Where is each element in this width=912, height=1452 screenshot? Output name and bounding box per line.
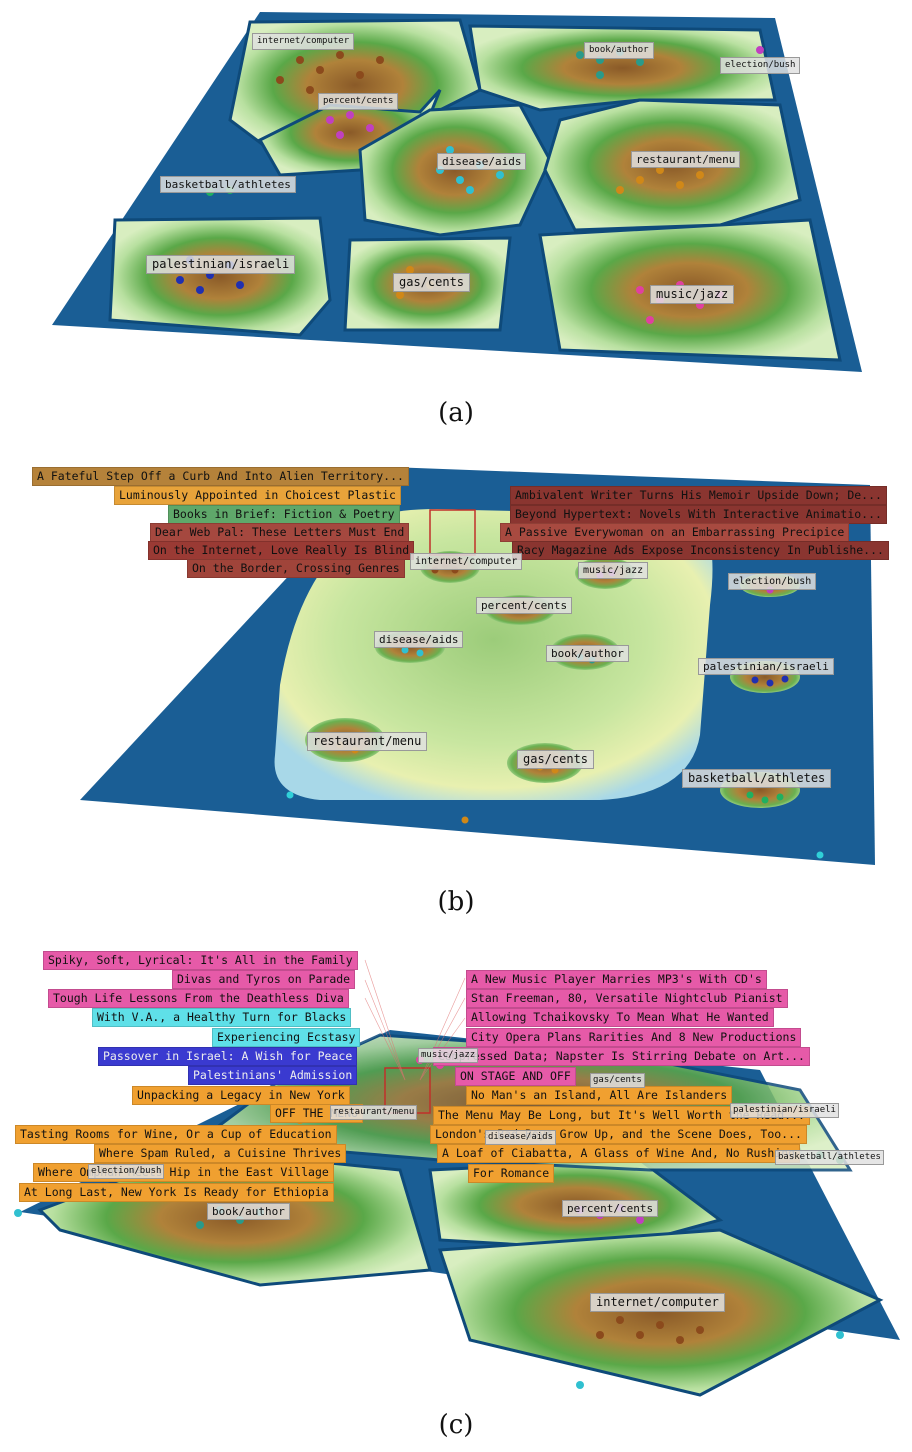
document-title[interactable]: Tough Life Lessons From the Deathless Di… [48,989,349,1008]
topic-label: internet/computer [590,1293,725,1312]
topic-label: internet/computer [252,33,355,50]
document-title[interactable]: A Loaf of Ciabatta, A Glass of Wine And,… [437,1144,801,1163]
document-title[interactable]: Spiky, Soft, Lyrical: It's All in the Fa… [43,951,358,970]
panel-caption: (b) [437,887,475,917]
document-title[interactable]: ON STAGE AND OFF [455,1067,576,1086]
document-title[interactable]: On the Internet, Love Really Is Blind [148,541,415,560]
panel-caption: (a) [438,398,474,428]
document-title[interactable]: At Long Last, New York Is Ready for Ethi… [19,1183,334,1202]
document-title[interactable]: A Fateful Step Off a Curb And Into Alien… [32,467,409,486]
document-title[interactable]: Divas and Tyros on Parade [172,970,356,989]
topic-label: percent/cents [562,1200,659,1217]
topic-label: restaurant/menu [307,732,428,751]
topic-label: disease/aids [437,153,527,170]
topic-label: disease/aids [374,631,464,648]
document-title[interactable]: Ambivalent Writer Turns His Memoir Upsid… [510,486,887,505]
topic-label: disease/aids [485,1130,557,1145]
topic-label: gas/cents [590,1073,645,1088]
panel-b: A Fateful Step Off a Curb And Into Alien… [0,455,912,925]
topic-label: music/jazz [418,1048,479,1063]
topic-label: percent/cents [476,597,573,614]
topic-label: basketball/athletes [775,1150,884,1165]
document-title[interactable]: Where Spam Ruled, a Cuisine Thrives [94,1144,347,1163]
document-title[interactable]: Luminously Appointed in Choicest Plastic [114,486,401,505]
document-title[interactable]: A Passive Everywoman on an Embarrassing … [500,523,850,542]
topic-label: book/author [584,42,654,59]
document-title[interactable]: Stan Freeman, 80, Versatile Nightclub Pi… [466,989,788,1008]
document-title[interactable]: Unpacking a Legacy in New York [132,1086,350,1105]
document-title[interactable]: On the Border, Crossing Genres [187,559,405,578]
topic-label: book/author [546,645,629,662]
topic-label: internet/computer [410,553,523,570]
document-title[interactable]: Palestinians' Admission [188,1066,358,1085]
topic-label: election/bush [88,1164,165,1179]
document-title[interactable]: Tasting Rooms for Wine, Or a Cup of Educ… [15,1125,337,1144]
terrain-map-a [52,12,862,372]
document-title[interactable]: With V.A., a Healthy Turn for Blacks [92,1008,352,1027]
topic-label: gas/cents [393,273,471,292]
topic-label: palestinian/israeli [698,658,834,675]
terrain-map-b [80,467,875,865]
topic-label: restaurant/menu [631,151,741,168]
document-title[interactable]: Racy Magazine Ads Expose Inconsistency I… [512,541,889,560]
document-title[interactable]: Dear Web Pal: These Letters Must End [150,523,410,542]
topic-label: book/author [207,1203,290,1220]
document-title[interactable]: For Romance [468,1164,555,1183]
topic-label: palestinian/israeli [730,1103,839,1118]
topic-label: basketball/athletes [682,769,832,788]
topic-label: restaurant/menu [330,1105,418,1120]
document-title[interactable]: Where Omphan Meets Hip in the East Villa… [33,1163,334,1182]
topic-label: election/bush [728,573,817,590]
region-palestinian-israeli-a [108,216,332,337]
panel-a: internet/computer book/author election/b… [0,0,912,440]
topic-label: palestinian/israeli [146,255,296,274]
panel-c: Spiky, Soft, Lyrical: It's All in the Fa… [0,940,912,1450]
region-disease-aids-a [358,103,552,237]
document-title[interactable]: Books in Brief: Fiction & Poetry [168,505,400,524]
document-title[interactable]: Experiencing Ecstasy [212,1028,361,1047]
document-title[interactable]: Compressed Data; Napster Is Stirring Deb… [433,1047,810,1066]
panel-caption: (c) [438,1410,474,1440]
document-title[interactable]: Passover in Israel: A Wish for Peace [98,1047,358,1066]
document-title[interactable]: A New Music Player Marries MP3's With CD… [466,970,767,989]
document-title[interactable]: Allowing Tchaikovsky To Mean What He Wan… [466,1008,774,1027]
document-title[interactable]: City Opera Plans Rarities And 8 New Prod… [466,1028,802,1047]
region-internet-computer-c [437,1228,884,1397]
topic-label: percent/cents [318,93,399,110]
topic-label: music/jazz [650,285,735,304]
topic-label: music/jazz [578,562,649,579]
document-title[interactable]: Beyond Hypertext: Novels With Interactiv… [510,505,887,524]
topic-label: basketball/athletes [160,176,296,193]
document-title[interactable]: No Man's an Island, All Are Islanders [466,1086,733,1105]
topic-label: gas/cents [517,750,595,769]
topic-label: election/bush [720,57,801,74]
